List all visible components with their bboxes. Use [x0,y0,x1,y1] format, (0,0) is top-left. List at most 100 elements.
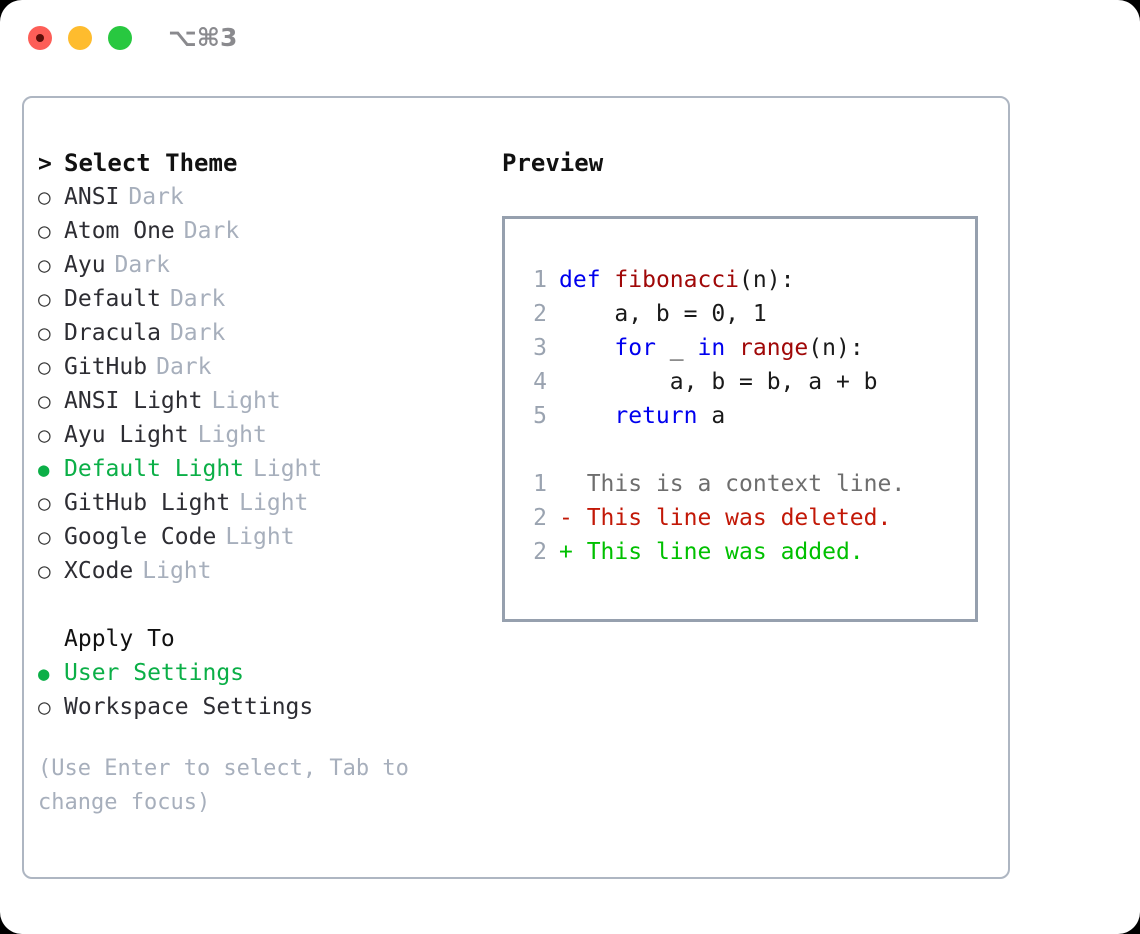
radio-unselected-icon[interactable]: ○ [38,253,51,277]
code-line: 2 a, b = 0, 1 [521,297,905,331]
theme-list-item[interactable]: ○ Atom One Dark [38,214,488,248]
code-blank-line [521,433,905,467]
caret-icon: > [38,151,52,177]
code-token: range [739,335,809,361]
radio-unselected-icon[interactable]: ○ [38,559,51,583]
radio-unselected-icon[interactable]: ○ [38,389,51,413]
code-token: _ [655,335,698,361]
code-token: (n): [739,267,795,293]
code-token [559,403,614,429]
apply-to-option[interactable]: ● User Settings [38,656,488,690]
apply-to-options: ● User Settings ○ Workspace Settings [38,656,488,724]
theme-list-item[interactable]: ○ Google Code Light [38,520,488,554]
diff-line: 2- This line was deleted. [521,501,905,535]
theme-name: Ayu Light [64,422,189,448]
line-number: 1 [533,471,547,497]
theme-category: Light [253,456,323,482]
theme-list-item[interactable]: ○ Default Dark [38,282,488,316]
theme-name: GitHub [64,354,148,380]
theme-name: Dracula [64,320,161,346]
theme-list-item[interactable]: ○ Ayu Light Light [38,418,488,452]
line-number: 2 [533,301,547,327]
diff-text: This line was deleted. [586,505,892,531]
code-token: for [614,335,656,361]
apply-to-option[interactable]: ○ Workspace Settings [38,690,488,724]
theme-category: Dark [114,252,170,278]
theme-name: GitHub Light [64,490,231,516]
code-token: def [559,267,601,293]
theme-category: Dark [183,218,240,244]
theme-name: Google Code [64,524,217,550]
code-token: (n): [808,335,864,361]
theme-name: Atom One [64,218,175,244]
radio-unselected-icon[interactable]: ○ [38,219,51,243]
apply-to-header: Apply To [38,622,488,656]
apply-to-label: User Settings [64,660,245,686]
diff-line: 2 + This line was added. [521,535,905,569]
line-number: 3 [533,335,547,361]
theme-name: ANSI Light [64,388,203,414]
diff-sign: + [559,539,587,565]
code-token: a [697,403,726,429]
line-number: 4 [533,369,547,395]
radio-unselected-icon[interactable]: ○ [38,321,51,345]
diff-sign [559,471,587,497]
theme-category: Light [142,558,212,584]
theme-list-item[interactable]: ○ XCode Light [38,554,488,588]
theme-category: Dark [169,320,226,346]
keyboard-hint: (Use Enter to select, Tab to change focu… [38,756,423,815]
radio-unselected-icon[interactable]: ○ [38,525,51,549]
theme-category: Dark [169,286,226,312]
line-number: 2 [533,539,547,565]
diff-line: 1 This is a context line. [521,467,905,501]
diff-text: This line was added. [586,539,864,565]
preview-header: Preview [502,149,604,177]
select-theme-header: > Select Theme [38,146,488,180]
apply-to-label: Workspace Settings [64,694,314,720]
select-theme-header-label: Select Theme [64,149,238,177]
code-line: 3 for _ in range(n): [521,331,905,365]
maximize-button[interactable] [108,26,132,50]
radio-selected-icon[interactable]: ● [38,459,50,481]
diff-text: This is a context line. [586,471,906,497]
theme-name: Default [64,286,161,312]
code-token [559,335,614,361]
theme-category: Light [225,524,295,550]
window-title: ⌥⌘3 [168,23,238,52]
theme-category: Dark [128,184,184,210]
line-number: 5 [533,403,547,429]
code-token: a, b = b, a + b [559,369,878,395]
radio-unselected-icon[interactable]: ○ [38,185,51,209]
code-token [601,267,615,293]
radio-unselected-icon[interactable]: ○ [38,355,51,379]
radio-unselected-icon[interactable]: ○ [38,423,51,447]
radio-unselected-icon[interactable]: ○ [38,287,51,311]
theme-category: Light [239,490,309,516]
code-token: fibonacci [614,267,740,293]
theme-list-item[interactable]: ○ GitHub Light Light [38,486,488,520]
traffic-light-buttons [28,26,132,50]
close-button[interactable] [28,26,52,50]
diff-sign: - [559,505,587,531]
code-token: return [614,403,698,429]
theme-category: Light [197,422,267,448]
radio-unselected-icon[interactable]: ○ [38,695,51,719]
code-token: in [697,335,726,361]
theme-name: XCode [64,558,134,584]
minimize-button[interactable] [68,26,92,50]
theme-list-item[interactable]: ○ Dracula Dark [38,316,488,350]
code-line: 5 return a [521,399,905,433]
radio-selected-icon[interactable]: ● [38,663,50,685]
radio-unselected-icon[interactable]: ○ [38,491,51,515]
line-number: 2 [533,505,547,531]
